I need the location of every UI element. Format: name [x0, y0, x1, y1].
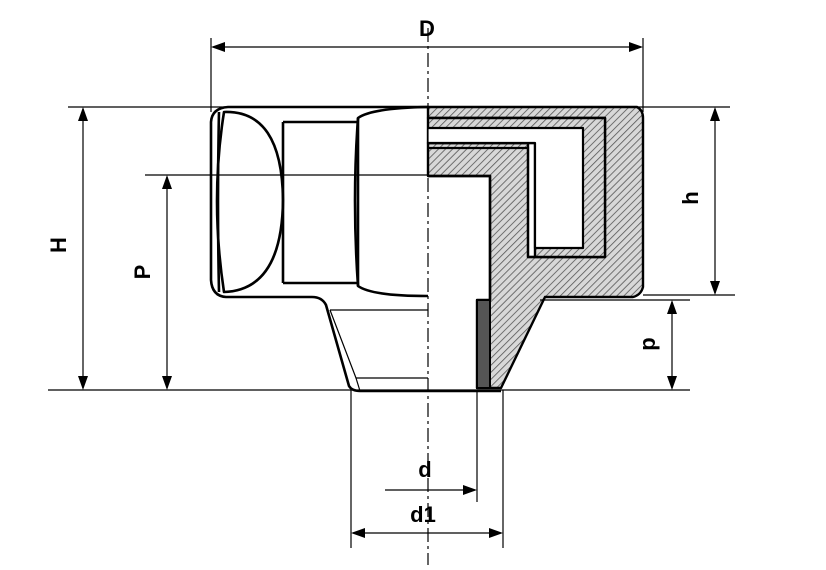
exterior-view-left-half [209, 105, 501, 393]
cavity-channel [428, 126, 585, 250]
cross-section-right-half [426, 105, 645, 390]
knurl-lobe-right [353, 105, 429, 298]
label-d: d [418, 457, 431, 482]
label-P: P [130, 265, 155, 280]
knurl-lobe-left [215, 110, 285, 294]
boss-bottom-chamfer [355, 377, 361, 392]
label-D: D [419, 16, 435, 41]
metal-insert [476, 299, 491, 389]
extension-lines [48, 38, 735, 548]
label-p: p [635, 337, 660, 350]
inner-bore-step [428, 146, 535, 259]
label-d1: d1 [410, 502, 436, 527]
thread-bore-outline [428, 174, 492, 300]
label-H: H [46, 237, 71, 253]
cap-outline [209, 105, 501, 393]
label-h: h [678, 191, 703, 204]
dimension-lines [78, 42, 720, 538]
